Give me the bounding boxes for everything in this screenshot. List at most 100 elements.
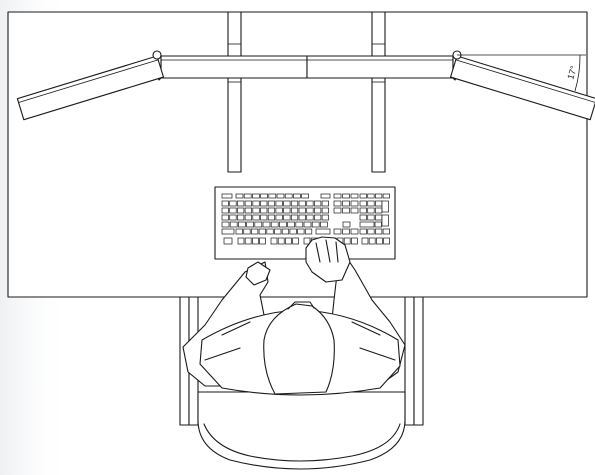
monitor-arms xyxy=(227,11,386,173)
keyboard-key xyxy=(283,214,291,221)
keyboard-key xyxy=(350,193,359,199)
angle-label: 17° xyxy=(565,64,579,80)
center-left-monitor xyxy=(160,55,308,79)
keyboard-key xyxy=(351,237,358,245)
keyboard-key xyxy=(243,193,252,199)
keyboard-key xyxy=(267,214,276,221)
keyboard-key xyxy=(290,200,299,207)
keyboard-key xyxy=(315,228,331,235)
keyboard-key xyxy=(306,200,314,207)
keyboard-key xyxy=(304,228,313,235)
keyboard-key xyxy=(367,200,375,207)
keyboard-key xyxy=(244,237,252,245)
keyboard-key xyxy=(342,193,350,199)
right-monitor-arm xyxy=(371,11,386,173)
keyboard-key xyxy=(359,228,367,235)
keyboard-key xyxy=(359,221,375,228)
keyboard-key xyxy=(375,228,383,235)
keyboard-key xyxy=(277,237,285,245)
keyboard-key xyxy=(375,200,383,207)
keyboard-key xyxy=(290,214,299,221)
keyboard-key xyxy=(333,207,342,214)
keyboard xyxy=(214,186,396,260)
left-monitor-arm xyxy=(227,11,242,173)
keyboard-key xyxy=(297,228,305,235)
keyboard-key xyxy=(260,200,268,207)
chair-back xyxy=(197,391,406,470)
keyboard-key xyxy=(375,193,383,199)
keyboard-key xyxy=(252,214,260,221)
keyboard-key xyxy=(381,214,389,227)
monitors xyxy=(16,50,595,121)
keyboard-key xyxy=(223,237,233,245)
keyboard-key xyxy=(229,200,237,207)
keyboard-key xyxy=(359,214,367,221)
keyboard-key xyxy=(283,207,291,214)
keyboard-key xyxy=(260,193,268,199)
keyboard-key xyxy=(314,207,322,214)
keyboard-key xyxy=(298,200,306,207)
hair-line xyxy=(287,301,315,310)
keyboard-key xyxy=(262,221,271,228)
keyboard-key xyxy=(252,237,259,245)
keyboard-key xyxy=(235,193,244,199)
keyboard-key xyxy=(258,228,266,235)
keyboard-key xyxy=(298,207,306,214)
keyboard-key xyxy=(237,214,245,221)
keyboard-key xyxy=(275,214,283,221)
keyboard-key xyxy=(267,200,276,207)
keyboard-key xyxy=(333,200,342,207)
keyboard-key xyxy=(333,193,342,199)
keyboard-key xyxy=(279,221,287,228)
keyboard-key xyxy=(374,221,382,228)
keyboard-key xyxy=(383,237,390,245)
keyboard-key xyxy=(311,221,320,228)
keyboard-key xyxy=(367,207,375,214)
keyboard-key xyxy=(254,221,263,228)
keyboard-key xyxy=(276,193,285,199)
keyboard-key xyxy=(321,207,329,214)
right-hand-fingers xyxy=(315,239,339,263)
left-hand xyxy=(245,261,271,286)
keyboard-key xyxy=(333,228,342,235)
angle-annotation: 17° xyxy=(457,54,586,92)
keyboard-key xyxy=(221,228,235,235)
keyboard-key xyxy=(350,200,359,207)
keyboard-key xyxy=(350,228,359,235)
keyboard-key xyxy=(266,228,274,235)
keyboard-key xyxy=(287,221,295,228)
keyboard-key xyxy=(303,221,312,228)
keyboard-key xyxy=(246,221,254,228)
keyboard-key xyxy=(342,228,350,235)
keyboard-key xyxy=(229,207,237,214)
keyboard-key xyxy=(275,200,283,207)
left-pivot-icon xyxy=(152,50,162,60)
keyboard-key xyxy=(361,237,369,245)
keyboard-key xyxy=(367,228,375,235)
keyboard-key xyxy=(244,214,252,221)
keyboard-key xyxy=(283,200,291,207)
keyboard-key xyxy=(260,214,268,221)
keyboard-key xyxy=(237,237,245,245)
keyboard-key xyxy=(252,200,260,207)
keyboard-key xyxy=(359,200,367,207)
keyboard-key xyxy=(251,228,259,235)
keyboard-key xyxy=(237,200,245,207)
keyboard-key xyxy=(281,228,290,235)
keyboard-key xyxy=(268,193,277,199)
keyboard-key xyxy=(376,237,383,245)
keyboard-key xyxy=(342,221,351,228)
keyboard-key xyxy=(237,207,245,214)
chair-right-armrest-inner xyxy=(404,296,415,426)
keyboard-key xyxy=(314,200,322,207)
keyboard-key xyxy=(284,193,293,199)
keyboard-key xyxy=(343,237,351,245)
keyboard-key xyxy=(382,228,390,235)
keyboard-key xyxy=(375,214,383,221)
keyboard-key xyxy=(270,221,279,228)
keyboard-key xyxy=(285,237,292,245)
chair-back-inner-line xyxy=(203,423,401,462)
keyboard-key xyxy=(289,228,297,235)
